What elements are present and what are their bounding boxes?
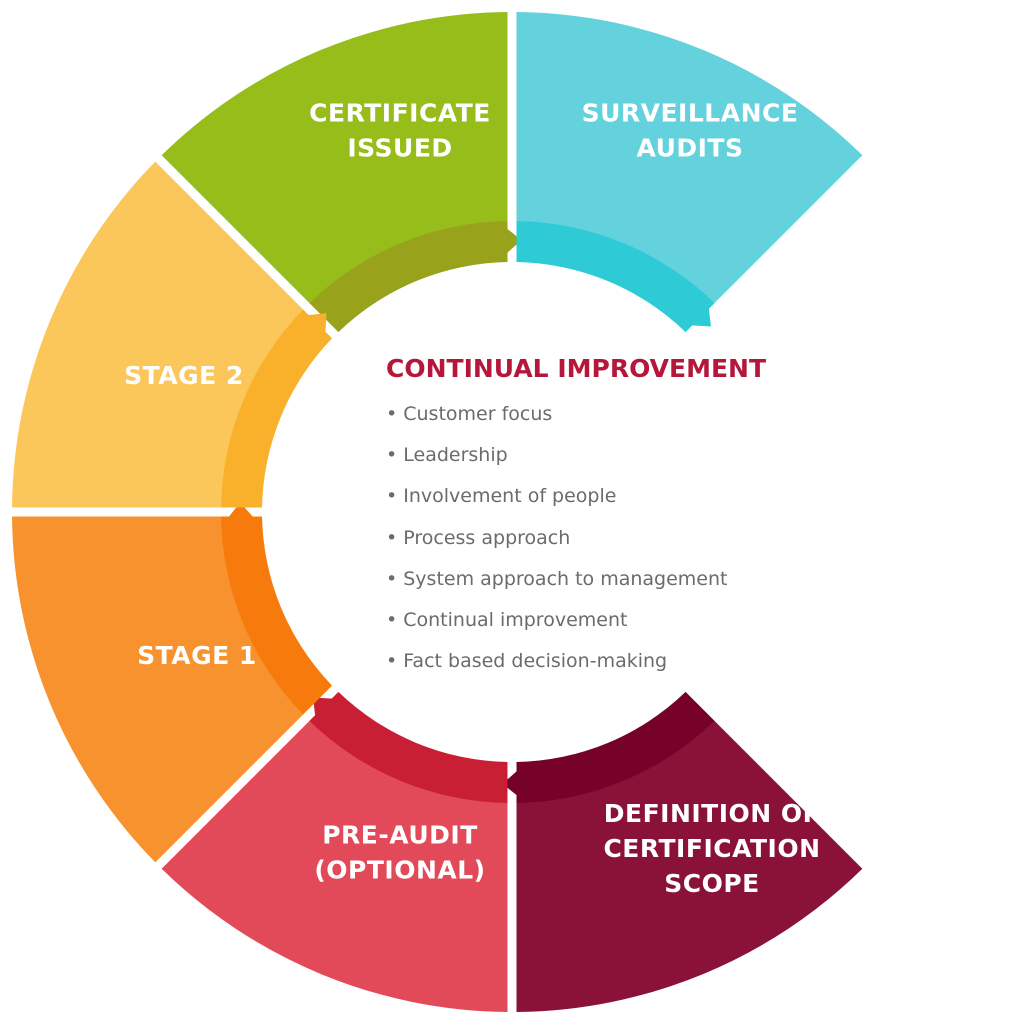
- segment-label-line: STAGE 1: [137, 641, 257, 670]
- segment-stage-1: [12, 502, 333, 863]
- segment-surveillance-audits: [516, 12, 863, 333]
- segment-inner-band: [221, 309, 333, 508]
- segment-label-stage-2: STAGE 2: [124, 361, 244, 390]
- segment-outer-band: [161, 12, 508, 304]
- list-item: • Continual improvement: [386, 609, 627, 631]
- segment-outer-band: [12, 161, 304, 508]
- segment-pre-audit: [161, 691, 508, 1012]
- center-panel: CONTINUAL IMPROVEMENT • Customer focus •…: [386, 354, 766, 672]
- segment-label-certificate-issued: CERTIFICATE ISSUED: [309, 99, 491, 163]
- segment-label-pre-audit: PRE-AUDIT (OPTIONAL): [314, 821, 485, 885]
- center-title: CONTINUAL IMPROVEMENT: [386, 354, 766, 383]
- segment-outer-band: [161, 720, 508, 1012]
- list-item: • Process approach: [386, 527, 570, 549]
- list-item: • Customer focus: [386, 403, 552, 425]
- segment-label-line: DEFINITION OF: [604, 799, 821, 828]
- segment-arrow-notch: [295, 313, 327, 344]
- segment-arrow-notch: [496, 220, 522, 261]
- list-item: • System approach to management: [386, 568, 727, 590]
- segment-arrow-notch: [680, 295, 711, 327]
- segment-label-stage-1: STAGE 1: [137, 641, 257, 670]
- segment-label-surveillance-audits: SURVEILLANCE AUDITS: [582, 99, 799, 163]
- segment-arrow-notch: [220, 502, 261, 528]
- segment-label-line: SURVEILLANCE: [582, 99, 799, 128]
- segment-label-line: AUDITS: [637, 134, 744, 163]
- list-item: • Involvement of people: [386, 485, 616, 507]
- segment-outer-band: [12, 516, 304, 863]
- segment-certificate-issued: [161, 12, 522, 333]
- segment-arrow-notch: [313, 697, 344, 729]
- segment-label-line: ISSUED: [347, 134, 452, 163]
- segment-label-definition-of-certification-scope: DEFINITION OF CERTIFICATION SCOPE: [603, 799, 820, 898]
- segment-label-line: SCOPE: [664, 869, 760, 898]
- list-item: • Leadership: [386, 444, 508, 466]
- segment-label-line: PRE-AUDIT: [322, 821, 478, 850]
- list-item: • Fact based decision-making: [386, 650, 667, 672]
- segment-inner-band: [516, 221, 715, 333]
- segment-inner-band: [221, 516, 333, 715]
- segment-label-line: STAGE 2: [124, 361, 244, 390]
- segment-label-line: (OPTIONAL): [314, 856, 485, 885]
- segment-stage-2: [12, 161, 333, 508]
- segment-inner-band: [309, 221, 508, 333]
- segment-inner-band: [516, 691, 715, 803]
- segment-definition-of-certification-scope: [502, 691, 863, 1012]
- segment-outer-band: [516, 720, 863, 1012]
- segment-outer-band: [516, 12, 863, 304]
- segment-label-line: CERTIFICATION: [603, 834, 820, 863]
- segment-label-line: CERTIFICATE: [309, 99, 491, 128]
- segment-arrow-notch: [502, 763, 528, 804]
- segment-inner-band: [309, 691, 508, 803]
